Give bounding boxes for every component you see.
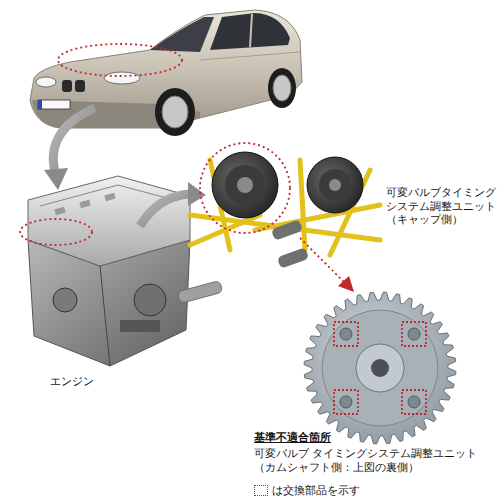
note-text: 可変バルブ タイミングシステム調整ユニット （カムシャフト側：上図の裏側） — [254, 447, 490, 476]
part-label: エンジン — [50, 375, 120, 389]
engine-picture — [20, 176, 190, 366]
pointer-arrow — [300, 238, 354, 292]
pointer-arrow — [44, 108, 95, 190]
legend-text: は交換部品を示す — [272, 483, 360, 498]
sprocket-closeup — [304, 292, 456, 444]
part-label: 可変バルブタイミング システム調整ユニット （キャップ側） — [386, 186, 496, 227]
note-heading: 基準不適合箇所 — [254, 431, 344, 445]
vanos-unit — [177, 143, 380, 303]
pointer-arrow — [140, 182, 206, 226]
legend-swatch — [254, 485, 268, 496]
legend-row: は交換部品を示す — [254, 483, 360, 498]
